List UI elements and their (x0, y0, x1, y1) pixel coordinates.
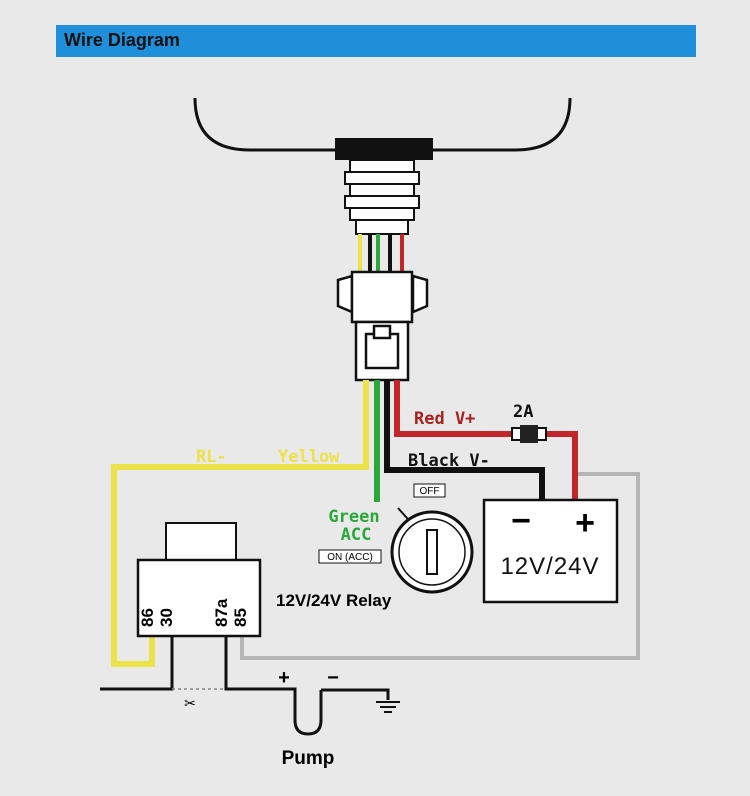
fuse-rating-label: 2A (513, 402, 533, 422)
rl-wire-label: RL- (196, 447, 227, 467)
pump-ground-wire (321, 688, 390, 700)
battery-minus-label: − (511, 502, 531, 540)
page-title: Wire Diagram (64, 30, 180, 50)
pump-minus-label: − (327, 667, 339, 689)
battery (482, 498, 619, 604)
cable-gland (344, 159, 420, 235)
fuse-icon (511, 425, 547, 443)
relay-title: 12V/24V Relay (276, 591, 392, 610)
key-off-box (413, 483, 446, 498)
relay-tab (165, 522, 237, 562)
black-wire-label: Black V- (408, 451, 490, 471)
connector-cap (335, 138, 433, 160)
plug-connector (336, 270, 429, 382)
relay-pin-85: 85 (231, 608, 250, 627)
wire-bundle-upper (358, 234, 404, 278)
black-wire (384, 380, 545, 500)
key-switch-icon (390, 507, 474, 594)
scissors-icon: ✂ (184, 695, 196, 711)
key-off-label: OFF (420, 486, 440, 497)
yellow-wire-label: Yellow (278, 447, 340, 467)
red-wire-to-battery (544, 431, 578, 500)
relay-pin-87a: 87a (212, 598, 231, 627)
yellow-wire (111, 380, 369, 667)
pump-body (293, 690, 323, 736)
relay-pin-30: 30 (157, 608, 176, 627)
gray-wire (240, 472, 640, 660)
pump-plus-label: + (278, 667, 290, 689)
battery-plus-label: + (575, 504, 595, 542)
relay-pin-86: 86 (138, 608, 157, 627)
battery-voltage-label: 12V/24V (500, 553, 599, 580)
green-wire-label: Green (328, 507, 379, 527)
red-wire (394, 380, 514, 437)
relay-pins: 86 30 87a 85 (138, 598, 250, 627)
key-on-label: ON (ACC) (327, 552, 373, 563)
ground-icon (376, 701, 400, 713)
acc-wire-label: ACC (341, 525, 372, 545)
header-bar: Wire Diagram (56, 25, 696, 57)
pump-label: Pump (282, 748, 335, 769)
red-wire-label: Red V+ (414, 409, 475, 429)
relay-body (136, 558, 262, 638)
key-on-box (318, 549, 382, 564)
